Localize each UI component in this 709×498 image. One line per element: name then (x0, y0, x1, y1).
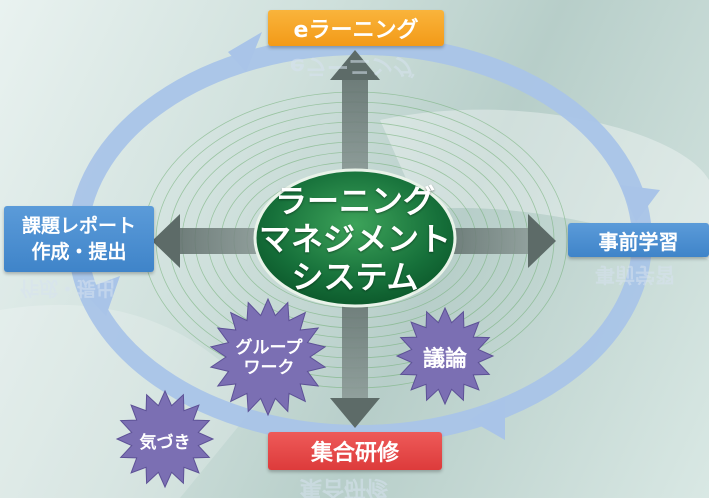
reflection-pre-learning: 事前学習 (595, 262, 675, 291)
star-awareness-label: 気づき (120, 428, 210, 453)
reflection-report: 作成・提出 (20, 276, 115, 303)
reflection-report-label: 作成・提出 (20, 277, 116, 299)
center-title-line-3: システム (291, 258, 419, 296)
star-discussion-label: 議論 (400, 341, 490, 373)
center-ellipse (253, 168, 457, 308)
star-group-work-label: グループ ワーク (214, 338, 324, 378)
node-elearning-label: eラーニング (293, 18, 419, 43)
center-title: ラーニング マネジメント システム (255, 182, 455, 296)
star-group-work-label-2: ワーク (243, 358, 295, 378)
star-group-work (209, 297, 327, 417)
cycle-arrowhead-top-left (228, 32, 262, 72)
star-awareness (115, 389, 215, 489)
node-report-label-1: 課題レポート (21, 215, 136, 237)
star-discussion-text: 議論 (422, 347, 467, 372)
node-group-training-label: 集合研修 (310, 441, 399, 466)
node-report-label-2: 作成・提出 (31, 241, 127, 263)
reflection-elearning: eラーニング (290, 52, 415, 84)
star-group-work-label-1: グループ (235, 338, 303, 358)
star-discussion (395, 306, 495, 406)
node-report: 課題レポート 作成・提出 (4, 206, 154, 272)
node-pre-learning-label: 事前学習 (598, 229, 679, 254)
star-shapes (115, 297, 495, 489)
cycle-arrowhead-left (82, 276, 120, 316)
node-pre-learning: 事前学習 (568, 223, 709, 257)
reflection-elearning-label: eラーニング (290, 53, 415, 78)
cycle-arrowhead-bottom-right (470, 398, 505, 440)
center-title-line-1: ラーニング (274, 182, 435, 220)
node-group-training: 集合研修 (268, 432, 442, 470)
star-awareness-text: 気づき (139, 433, 191, 453)
cycle-arrowhead-right (620, 185, 660, 222)
reflection-pre-learning-label: 事前学習 (595, 263, 675, 287)
reflection-group-training-label: 集合研修 (300, 475, 389, 498)
center-title-line-2: マネジメント (258, 220, 451, 258)
node-elearning: eラーニング (268, 10, 444, 46)
reflection-group-training: 集合研修 (300, 474, 388, 498)
